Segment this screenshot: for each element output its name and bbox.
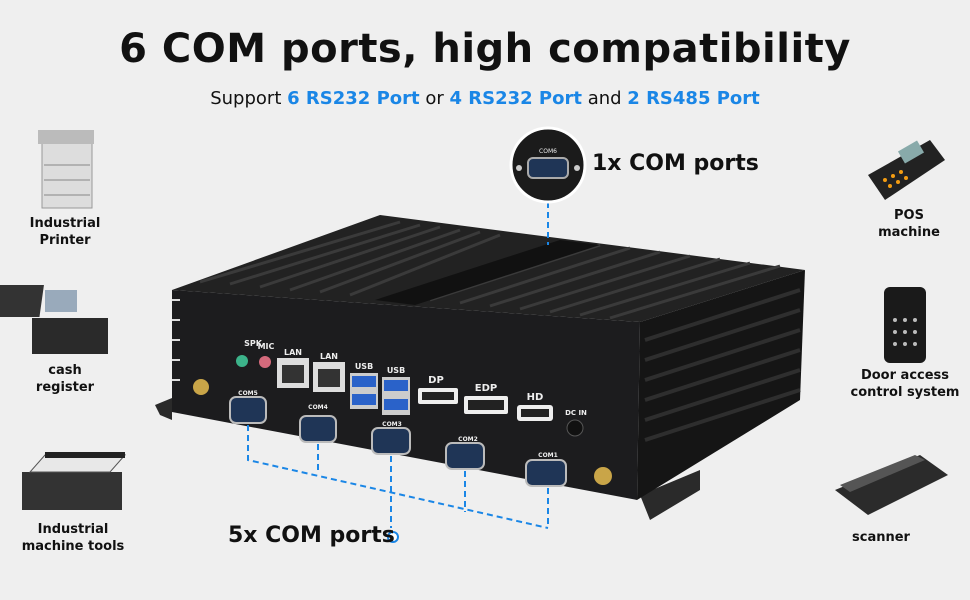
pos-machine-icon — [868, 140, 945, 200]
five-com-ports-callout: 5x COM ports — [228, 523, 395, 548]
com6-port — [527, 157, 569, 179]
callout-dot — [387, 531, 399, 543]
label-line: scanner — [852, 530, 910, 545]
label-line: machine — [878, 225, 940, 240]
label-line: control system — [850, 385, 960, 400]
door-access-icon — [884, 287, 926, 363]
com2-port — [445, 442, 485, 470]
usb-label: USB — [355, 362, 373, 371]
printer-icon — [38, 130, 94, 209]
label-line: Door access — [860, 368, 950, 383]
label-machine-tools: Industrial machine tools — [8, 521, 138, 555]
label-door-access: Door access control system — [840, 367, 970, 401]
com3-port — [371, 427, 411, 455]
mic-jack — [259, 356, 271, 368]
label-line: Printer — [39, 233, 91, 248]
com6-label: COM6 — [539, 148, 557, 155]
label-line: register — [35, 380, 95, 395]
label-cash-register: cash register — [0, 362, 130, 396]
com5-label: COM5 — [238, 390, 258, 397]
hd-label: HD — [527, 392, 544, 403]
dc-in-port — [566, 419, 584, 437]
label-pos-machine: POS machine — [844, 207, 970, 241]
mic-label: MIC — [258, 342, 275, 351]
usb-label: USB — [387, 366, 405, 375]
edp-label: EDP — [475, 383, 497, 394]
page-title: 6 COM ports, high compatibility — [119, 26, 851, 72]
antenna-connector — [594, 467, 612, 485]
com4-label: COM4 — [308, 404, 328, 411]
label-line: POS — [894, 208, 924, 223]
com-connector-lines — [247, 202, 549, 529]
com4-port — [299, 415, 337, 443]
dcin-label: DC IN — [565, 409, 587, 417]
dp-label: DP — [428, 375, 444, 386]
subtitle: Support 6 RS232 Port or 4 RS232 Port and… — [0, 88, 970, 109]
option-6-rs232: 6 RS232 Port — [287, 88, 420, 109]
label-line: Industrial — [29, 216, 101, 231]
machine-tool-icon — [22, 452, 127, 510]
spk-label: SPK — [244, 339, 263, 348]
subtitle-text: Support — [210, 88, 288, 109]
antenna-connector — [193, 379, 209, 395]
subtitle-text: or — [419, 88, 450, 109]
label-line: cash — [48, 363, 82, 378]
com2-label: COM2 — [458, 436, 478, 443]
spk-jack — [236, 355, 248, 367]
subtitle-text: and — [581, 88, 628, 109]
com3-label: COM3 — [382, 421, 402, 428]
com1-label: COM1 — [538, 452, 558, 459]
label-scanner: scanner — [816, 529, 946, 546]
scanner-icon — [835, 455, 948, 515]
label-line: Industrial — [37, 522, 109, 537]
com5-port — [229, 396, 267, 424]
cash-register-icon — [0, 285, 108, 354]
lan-label: LAN — [284, 348, 302, 357]
label-line: machine tools — [21, 539, 125, 554]
lan-label: LAN — [320, 352, 338, 361]
one-com-port-callout: 1x COM ports — [592, 151, 759, 176]
option-2-rs485: 2 RS485 Port — [627, 88, 760, 109]
option-4-rs232: 4 RS232 Port — [449, 88, 582, 109]
com1-port — [525, 459, 567, 487]
